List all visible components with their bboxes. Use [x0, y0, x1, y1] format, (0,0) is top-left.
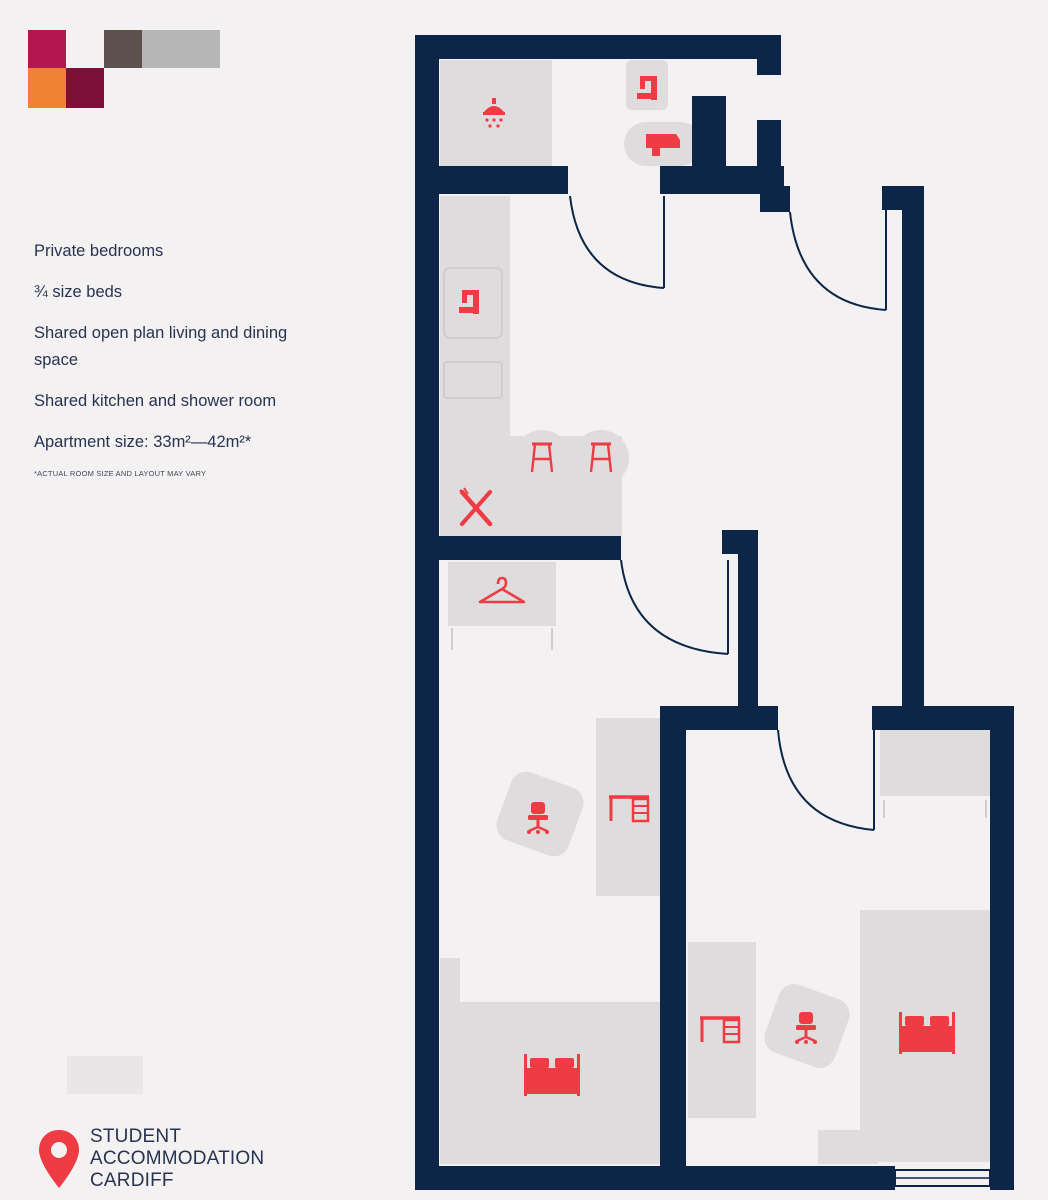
feature-list: Private bedrooms ¾ size beds Shared open… — [34, 238, 324, 470]
wardrobe — [448, 562, 556, 626]
cutlery-icon — [459, 487, 493, 527]
shelf-2-doors — [883, 800, 987, 818]
bed-1-headboard — [440, 958, 460, 1008]
wall-bathroom-right — [692, 96, 726, 188]
door-bathroom-arc — [569, 195, 665, 289]
wall-corridor-post — [757, 120, 781, 192]
wall-bedroom-partition — [660, 706, 686, 1190]
feature-item: Apartment size: 33m²—42m²* — [34, 433, 252, 451]
counter-sink-outline — [443, 267, 503, 339]
furniture-layer — [440, 60, 990, 1164]
wall-outer-top — [415, 35, 781, 59]
size-disclaimer: *Actual room size and layout may vary — [34, 469, 207, 478]
bed-2-foot — [818, 1130, 878, 1164]
wall-right-vertical — [902, 186, 924, 708]
logo-square-orange — [28, 68, 66, 108]
logo-square-taupe — [104, 30, 142, 68]
wall-outer-right-lower — [990, 706, 1014, 1190]
door-bedroom2-arc — [777, 729, 875, 831]
wall-bathroom-bottom-left — [415, 166, 568, 194]
logo-bar-grey — [142, 30, 220, 68]
shower-icon — [483, 98, 505, 128]
desk-2 — [688, 942, 756, 1118]
coat-hanger-icon — [478, 576, 526, 604]
walls — [415, 35, 1014, 1190]
logo-square-crimson — [28, 30, 66, 68]
faded-mark — [67, 1056, 143, 1094]
brand-name-line: CARDIFF — [90, 1170, 174, 1191]
brand-footer: STUDENT ACCOMMODATION CARDIFF — [34, 1126, 294, 1192]
location-pin-icon — [39, 1130, 79, 1188]
desk-1 — [596, 718, 660, 896]
wall-living-bottom — [415, 536, 621, 560]
hand-dryer-icon — [646, 134, 680, 156]
brand-logo — [28, 30, 220, 108]
wall-outer-bottom-right — [990, 1166, 1014, 1190]
wall-outer-bottom — [415, 1166, 895, 1190]
brand-name: STUDENT ACCOMMODATION CARDIFF — [90, 1126, 264, 1192]
bathroom-sink-counter — [626, 60, 668, 110]
wall-bedroom-divider — [738, 530, 758, 710]
window — [894, 1169, 991, 1187]
wall-top-right-stub — [757, 35, 781, 75]
brand-name-line: STUDENT — [90, 1126, 182, 1147]
doors — [569, 195, 887, 831]
wall-corridor-post-base — [760, 186, 790, 212]
feature-item: Private bedrooms — [34, 242, 164, 260]
logo-square-maroon — [66, 68, 104, 108]
brand-name-line: ACCOMMODATION — [90, 1148, 265, 1169]
wardrobe-doors — [451, 628, 553, 650]
shelf-2 — [880, 728, 990, 796]
feature-item: ¾ size beds — [34, 283, 123, 301]
feature-item: Shared kitchen and shower room — [34, 392, 277, 410]
wall-outer-left — [415, 35, 439, 1190]
counter-hob-outline — [443, 361, 503, 399]
door-entrance-arc — [789, 211, 887, 311]
feature-item: Shared open plan living and dining space — [34, 324, 288, 369]
door-bedroom1-arc — [620, 559, 729, 655]
fixture-details — [443, 267, 987, 818]
kitchen-counter — [440, 196, 510, 436]
